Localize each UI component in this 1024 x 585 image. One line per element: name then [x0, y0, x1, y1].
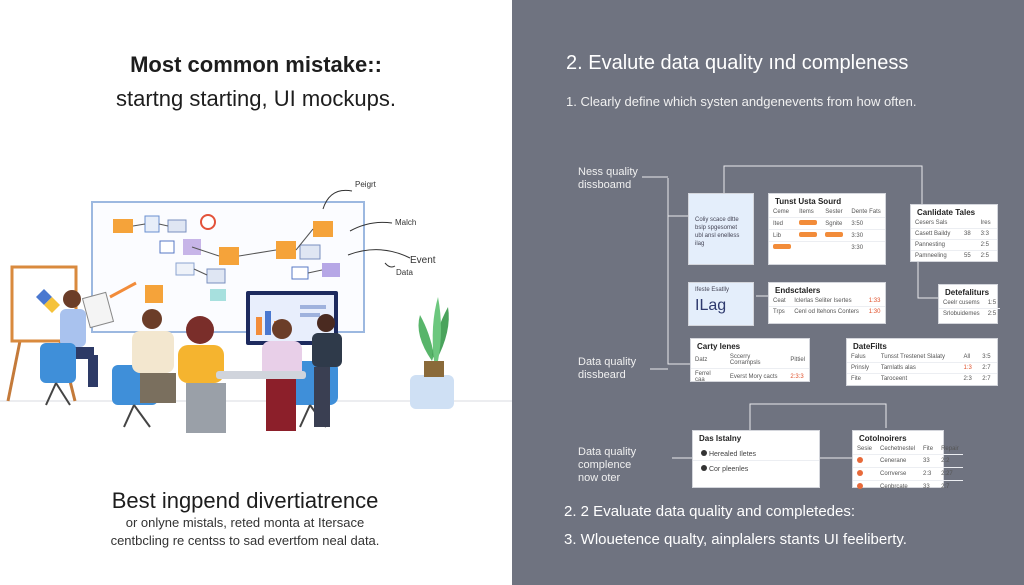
- carty-title: Carty lenes: [697, 342, 741, 351]
- right-title: 2. Evalute data quality ınd compleness: [566, 52, 909, 74]
- table: [216, 371, 306, 379]
- cotolnoirers-title: Cotolnoirers: [859, 434, 907, 443]
- candidate-title: Canlidate Tales: [917, 208, 976, 217]
- left-bottom-title: Best ingpend divertiatrence: [111, 488, 379, 513]
- ilag-big: ILag: [695, 297, 727, 314]
- endsctalers-title: Endsctalers: [775, 286, 821, 295]
- das-istalny-title: Das Istalny: [699, 434, 742, 443]
- left-bottom-line-2: centbcling re centss to sad evertfom nea…: [110, 533, 380, 548]
- left-title: Most common mistake::: [130, 52, 382, 77]
- data-source-title: Tunst Usta Sourd: [775, 197, 842, 206]
- detefaliturs-title: Detefaliturs: [945, 288, 990, 297]
- label-dq-completeness: Data quality complence now oter: [578, 446, 637, 484]
- left-bottom-line-1: or onlyne mistals, reted monta at Itersa…: [125, 515, 365, 530]
- dot-icon: [701, 465, 707, 471]
- datefilts-title: DateFilts: [853, 342, 887, 351]
- label-data: Data: [396, 268, 413, 277]
- label-malch: Malch: [395, 218, 416, 227]
- dot-icon: [701, 450, 707, 456]
- label-dq-dashboard: Data quality dissbeard: [578, 356, 637, 381]
- people: [132, 309, 342, 433]
- team-meeting-illustration: Peigrt Malch Event Data: [0, 180, 512, 433]
- das-istalny-item-2: Cor pleenles: [708, 466, 749, 473]
- right-panel: 2. Evalute data quality ınd compleness 1…: [512, 0, 1024, 585]
- plant-pot: [410, 375, 454, 409]
- ilag-top: Ifeste Esatlly: [695, 287, 730, 293]
- label-ness-quality: Ness quality dissboamd: [578, 166, 638, 191]
- note-line-4: ilag: [695, 241, 705, 247]
- card-das-istalny: Das Istalny Herealed Iletes Cor pleenles: [692, 430, 820, 488]
- card-note: Coliy scace dltte bslp spgesomet ubl ans…: [688, 193, 754, 265]
- label-event: Event: [410, 255, 436, 266]
- note-line-3: ubl ansl enelless: [695, 233, 740, 239]
- card-ilag: Ifeste Esatlly ILag: [688, 282, 754, 326]
- left-subtitle: startng starting, UI mockups.: [116, 86, 396, 111]
- label-peigrt: Peigrt: [355, 180, 377, 189]
- left-panel: Most common mistake:: startng starting, …: [0, 52, 512, 548]
- right-footer-2: 3. Wlouetence qualty, ainplalers stants …: [564, 531, 907, 548]
- das-istalny-item-1: Herealed Iletes: [708, 451, 757, 458]
- note-line-1: Coliy scace dltte: [695, 217, 739, 223]
- note-line-2: bslp spgesomet: [695, 225, 738, 231]
- right-subtitle: 1. Clearly define which systen andgeneve…: [566, 94, 917, 109]
- flow-connectors: [642, 165, 942, 459]
- right-footer-1: 2. 2 Evaluate data quality and completed…: [564, 503, 856, 520]
- sticky-notes: [113, 214, 340, 303]
